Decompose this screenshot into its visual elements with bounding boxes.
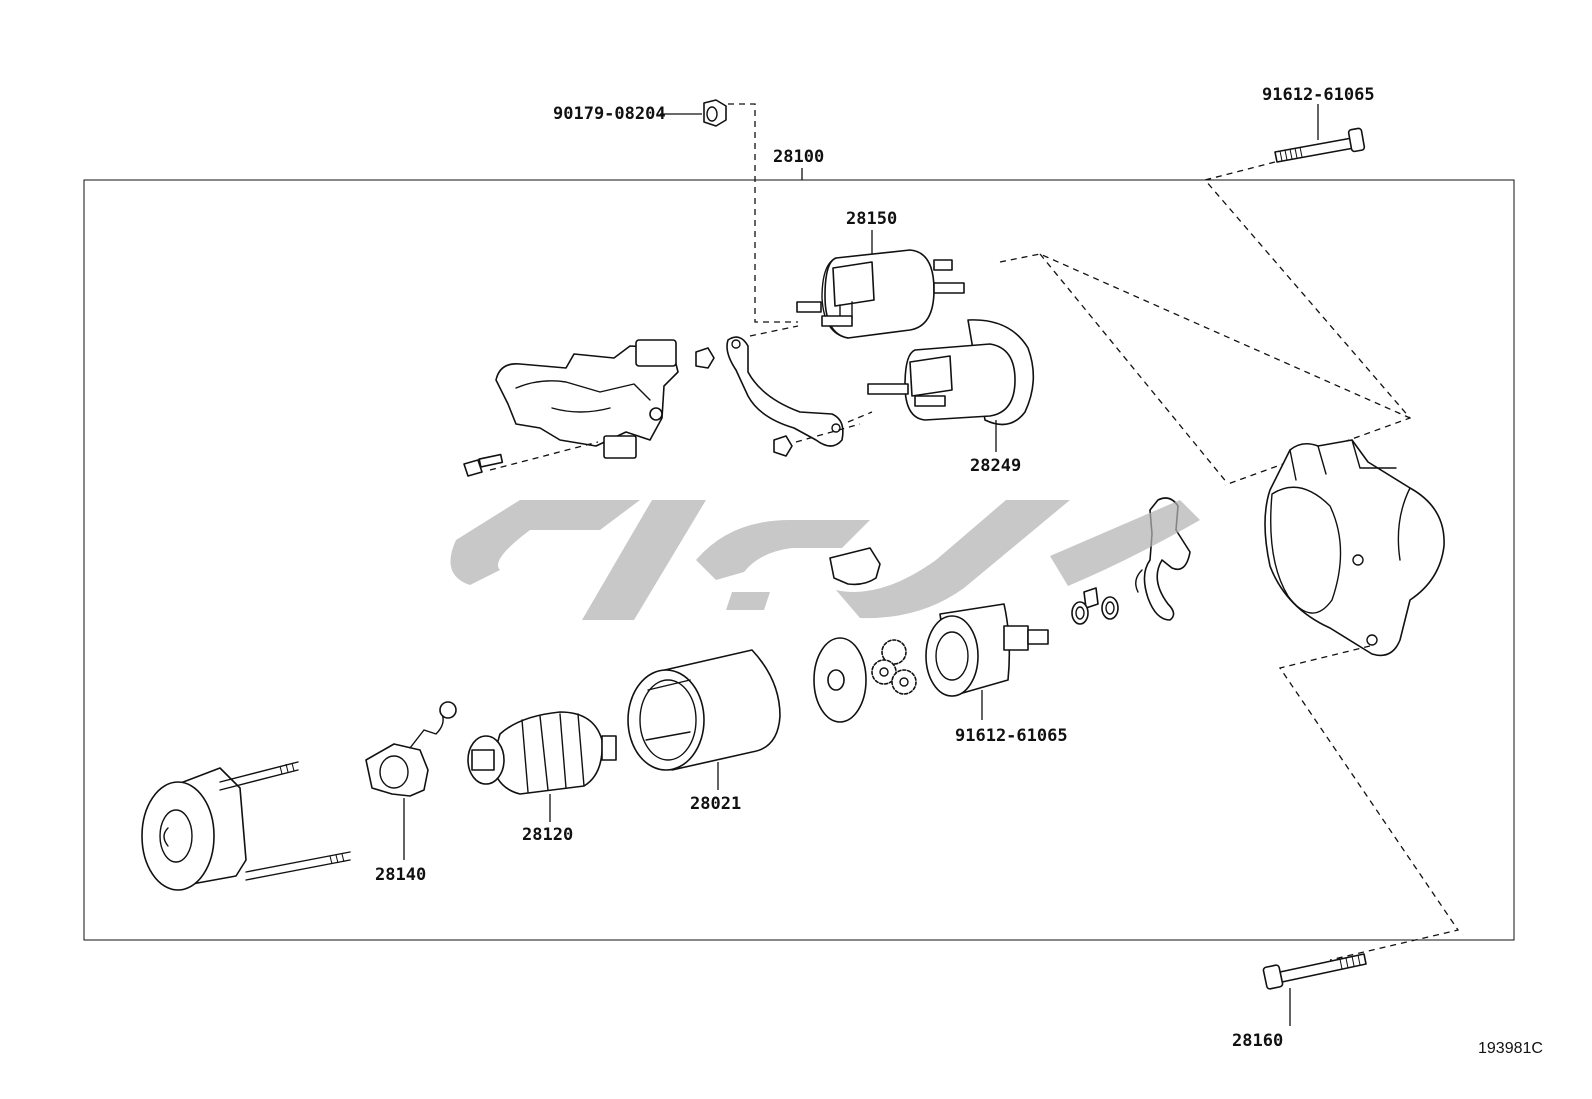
- lead-strap: [695, 253, 1411, 485]
- solenoid-28249: [867, 319, 1035, 452]
- watermark-logo: [450, 500, 1200, 620]
- nut-90179-08204: [660, 99, 798, 323]
- assembly-frame: [83, 179, 1515, 941]
- wire-harness: [463, 339, 679, 477]
- label-armature-28160: 28120: [522, 825, 573, 845]
- yoke-28120: [627, 649, 781, 790]
- label-clutch-28021: 91612-61065: [955, 726, 1068, 746]
- figure-code: 193981C: [1478, 1040, 1543, 1057]
- drive-housing: [1264, 439, 1460, 961]
- plunger-cap: [829, 547, 881, 586]
- label-brush-holder-28140: 28140: [375, 865, 426, 885]
- brush-holder-28140: [365, 701, 457, 860]
- label-yoke-28120: 28021: [690, 794, 741, 814]
- end-frame: [141, 761, 351, 891]
- bolt-bottom-91612-61065: [1262, 953, 1367, 1026]
- label-solenoid-28249: 28249: [970, 456, 1021, 476]
- label-solenoid-28150: 28150: [846, 209, 897, 229]
- armature-28160: [467, 711, 617, 822]
- label-nut-90179-08204: 90179-08204: [553, 104, 666, 124]
- center-plate: [813, 637, 867, 723]
- solenoid-28150: [796, 230, 965, 339]
- label-bolt-bottom: 28160: [1232, 1031, 1283, 1051]
- label-assembly-28100: 28100: [773, 147, 824, 167]
- bolt-top-91612-61065: [1203, 104, 1412, 486]
- planetary-gears: [871, 639, 917, 695]
- clutch-28021: [925, 603, 1049, 720]
- label-bolt-top: 91612-61065: [1262, 85, 1375, 105]
